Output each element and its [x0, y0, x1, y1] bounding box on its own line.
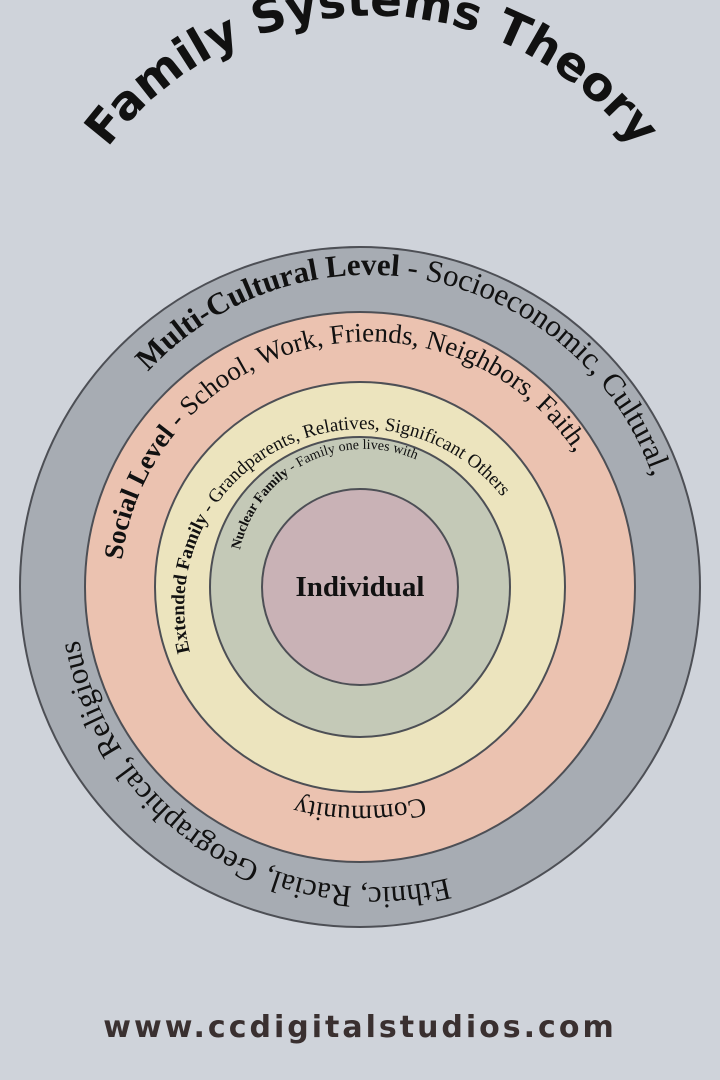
individual-circle: [261, 488, 459, 686]
footer-url: www.ccdigitalstudios.com: [103, 1010, 617, 1045]
page-title: Family Systems Theory: [74, 0, 670, 156]
individual-label: Individual: [296, 571, 425, 603]
